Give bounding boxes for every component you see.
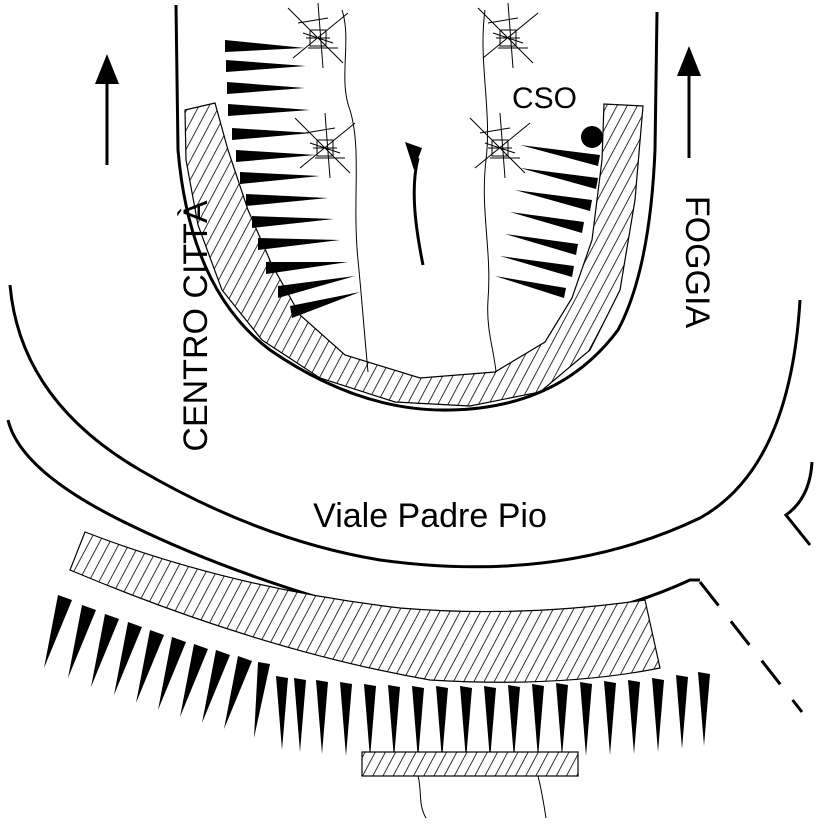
road-label: Viale Padre Pio xyxy=(313,497,547,535)
cso-label: CSO xyxy=(512,82,577,115)
arrow-up-right xyxy=(677,46,701,158)
flow-arrow-head xyxy=(405,142,422,170)
vegetation-lower xyxy=(44,595,710,760)
vegetation-left xyxy=(225,40,360,318)
embankment-lower-hatch xyxy=(69,531,661,683)
cso-marker xyxy=(581,126,603,148)
tree-sketches xyxy=(287,2,539,179)
arrow-up-left xyxy=(95,54,119,165)
centro-citta-label: CENTRO CITTÀ xyxy=(177,200,215,452)
bottom-hatch-structure xyxy=(361,751,579,777)
river-bank-right xyxy=(482,9,497,373)
outflow-right xyxy=(537,775,547,819)
embankment-inner-hatch xyxy=(184,102,644,407)
foggia-label: FOGGIA xyxy=(678,196,716,329)
road-upper-edge xyxy=(8,284,802,569)
outflow-left xyxy=(417,775,427,819)
river-bank-left xyxy=(341,9,369,373)
vegetation-right xyxy=(495,145,600,298)
junction-line xyxy=(783,461,814,546)
dashed-track xyxy=(698,581,804,713)
flow-arrow xyxy=(412,157,425,266)
channel-outer-wall xyxy=(174,4,659,412)
